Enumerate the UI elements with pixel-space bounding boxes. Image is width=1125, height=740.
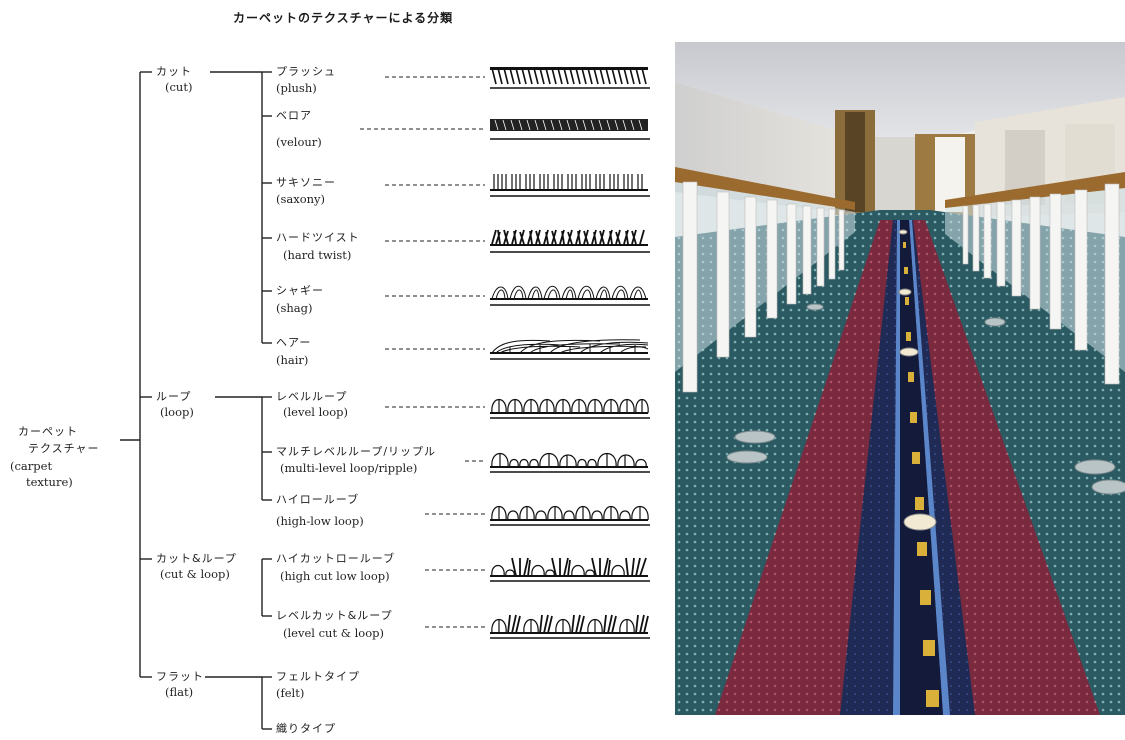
group-cut-en: (cut) <box>165 80 193 94</box>
item-multi-level-loop-en: (multi-level loop/ripple) <box>280 461 418 475</box>
item-high-cut-low-loop-en: (high cut low loop) <box>280 569 390 583</box>
group-cut-jp: カット <box>156 65 192 78</box>
item-saxony-jp: サキソニー <box>276 176 336 189</box>
swatch-shag <box>490 285 650 306</box>
item-felt-jp: フェルトタイプ <box>276 670 360 683</box>
item-plush-en: (plush) <box>276 81 317 95</box>
group-flat-en: (flat) <box>165 685 194 699</box>
group-loop-jp: ループ <box>156 390 192 403</box>
item-felt-en: (felt) <box>276 686 305 700</box>
item-level-loop-en: (level loop) <box>283 405 348 419</box>
swatch-level-loop <box>490 398 650 419</box>
swatch-plush <box>490 67 650 89</box>
swatch-multi-level-loop <box>490 452 650 473</box>
item-hair-jp: ヘアー <box>276 336 312 349</box>
item-level-loop-jp: レベルループ <box>276 390 348 403</box>
item-plush-jp: プラッシュ <box>276 65 336 78</box>
item-velour-jp: ベロア <box>276 109 312 122</box>
item-hair-en: (hair) <box>276 353 309 367</box>
item-high-low-loop-jp: ハイロールーブ <box>276 493 360 506</box>
item-level-cut-loop-jp: レベルカット&ループ <box>276 609 393 622</box>
item-velour-en: (velour) <box>276 135 322 149</box>
swatch-hard-twist <box>490 229 650 253</box>
item-high-cut-low-loop-jp: ハイカットロールーブ <box>276 552 396 565</box>
item-high-low-loop-en: (high-low loop) <box>276 514 364 528</box>
item-saxony-en: (saxony) <box>276 192 326 206</box>
root-label-jp-1: カーペット <box>18 425 78 438</box>
swatch-saxony <box>490 174 650 197</box>
swatch-velour <box>490 119 650 140</box>
group-cut-loop-jp: カット&ループ <box>156 552 237 565</box>
item-shag-jp: シャギー <box>276 284 324 297</box>
item-woven-jp: 織りタイプ <box>276 722 336 735</box>
group-cut-loop-en: (cut & loop) <box>160 567 230 581</box>
root-label-en-2: texture) <box>26 475 73 489</box>
item-level-cut-loop-en: (level cut & loop) <box>283 626 384 640</box>
swatch-hair <box>490 339 650 360</box>
swatch-level-cut-loop <box>490 614 650 639</box>
root-label-en-1: (carpet <box>10 459 53 473</box>
swatch-high-low-loop <box>490 505 650 526</box>
item-hard-twist-jp: ハードツイスト <box>276 231 360 244</box>
root-label-jp-2: テクスチャー <box>28 442 100 455</box>
tree-connectors <box>120 71 485 730</box>
item-hard-twist-en: (hard twist) <box>283 248 352 262</box>
swatch-high-cut-low-loop <box>490 557 650 582</box>
group-loop-en: (loop) <box>160 405 194 419</box>
group-flat-jp: フラット <box>156 670 204 683</box>
diagram-title: カーペットのテクスチャーによる分類 <box>233 11 454 25</box>
carpeted-corridor-photo <box>675 42 1125 715</box>
item-shag-en: (shag) <box>276 301 313 315</box>
item-multi-level-loop-jp: マルチレベルループ/リップル <box>276 445 437 458</box>
